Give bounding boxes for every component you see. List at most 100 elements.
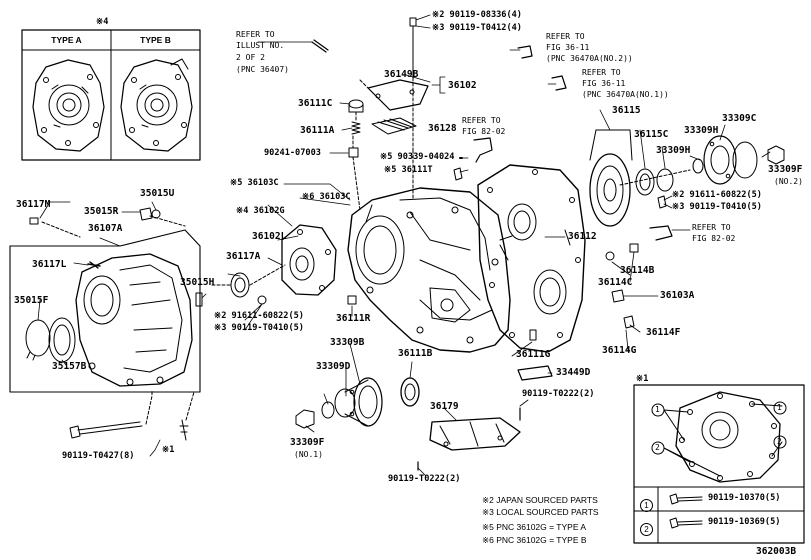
label-33309F-no2: 33309F xyxy=(768,164,803,175)
bolt-inset-marker: ※1 xyxy=(636,374,649,384)
label-90339: ※5 90339-04024 xyxy=(380,152,455,162)
nut-33309F-no2 xyxy=(767,145,785,165)
label-no1: (NO.1) xyxy=(294,450,323,459)
spring-36128 xyxy=(371,117,417,135)
label-36111R: 36111R xyxy=(336,313,371,324)
type-a-housing-illustration xyxy=(32,59,105,152)
label-33309B: 33309B xyxy=(330,337,365,348)
flange-33309C xyxy=(703,135,758,185)
label-33309D: 33309D xyxy=(316,361,351,372)
label-35015R: 35015R xyxy=(84,206,119,217)
label-36112: 36112 xyxy=(568,231,597,242)
label-35015U: 35015U xyxy=(140,188,175,199)
label-36114G: 36114G xyxy=(602,345,637,356)
note-local-sourced: ※3 LOCAL SOURCED PARTS xyxy=(482,507,599,517)
transfer-case-front-illustration xyxy=(347,187,513,353)
ref-illust-line1: REFER TO xyxy=(236,30,275,39)
type-inset-marker: ※4 xyxy=(96,17,109,27)
label-33309H-a: 33309H xyxy=(684,125,719,136)
washer-33309H-b xyxy=(692,158,704,174)
label-33309C: 33309C xyxy=(722,113,757,124)
label-90119-T0427: 90119-T0427(8) xyxy=(62,451,135,461)
label-36179: 36179 xyxy=(430,401,459,412)
label-36114C: 36114C xyxy=(598,277,633,288)
oil-pump-36102G xyxy=(281,224,337,296)
label-36102: 36102 xyxy=(448,80,477,91)
label-no2: (NO.2) xyxy=(774,177,803,186)
label-36111T: ※5 36111T xyxy=(384,165,433,175)
legend-row-2-num: 2 xyxy=(640,517,653,536)
plug-36111C xyxy=(348,99,364,113)
flange-36115 xyxy=(589,129,633,227)
label-36149B: 36149B xyxy=(384,69,419,80)
callout-1-right: 1 xyxy=(777,403,782,412)
label-top-bolt-2: ※2 90119-08336(4) xyxy=(432,10,522,20)
label-33309F-no1: 33309F xyxy=(290,437,325,448)
label-36107A: 36107A xyxy=(88,223,123,234)
type-a-caption: TYPE A xyxy=(51,35,82,45)
legend-row-2-part: 90119-10369(5) xyxy=(708,517,781,527)
clip-fig82-b xyxy=(649,225,673,241)
label-36111A: 36111A xyxy=(300,125,335,136)
bolt-36114B xyxy=(605,251,615,261)
type-inset-box xyxy=(21,29,201,161)
shift-cover-36149B xyxy=(367,79,429,111)
label-90119-T0222-a: 90119-T0222(2) xyxy=(522,389,595,399)
ref-illust-line2: ILLUST NO. xyxy=(236,41,285,50)
label-36103C-5: ※5 36103C xyxy=(230,178,279,188)
note-type-b: ※6 PNC 36102G = TYPE B xyxy=(482,535,587,545)
ref-fig36-2-line1: REFER TO xyxy=(546,32,585,41)
label-36114B: 36114B xyxy=(620,265,655,276)
legend-row-1-part: 90119-10370(5) xyxy=(708,493,781,503)
ref-fig82-a-line2: FIG 82-02 xyxy=(462,127,506,136)
label-36102G: ※4 36102G xyxy=(236,206,285,216)
snap-ring-35015F xyxy=(25,319,51,361)
label-33449D: 33449D xyxy=(556,367,591,378)
type-b-caption: TYPE B xyxy=(140,35,171,45)
bracket-36179 xyxy=(429,417,521,451)
clip-fig36-2 xyxy=(517,45,533,59)
plug-35015R xyxy=(139,207,153,221)
bolt-inset-box xyxy=(633,384,805,544)
case-bolt-pattern-illustration xyxy=(663,391,783,483)
pin-36117M xyxy=(29,217,39,225)
bolt-right-mid xyxy=(657,195,667,209)
label-36114F: 36114F xyxy=(646,327,681,338)
label-36115: 36115 xyxy=(612,105,641,116)
label-star1: ※1 xyxy=(162,445,175,455)
callout-2-left: 2 xyxy=(655,443,660,452)
transfer-case-rear-illustration xyxy=(477,164,586,353)
ref-fig82-a-line1: REFER TO xyxy=(462,116,501,125)
clip-fig36-1 xyxy=(551,75,567,91)
label-36111B: 36111B xyxy=(398,348,433,359)
label-36111C: 36111C xyxy=(298,98,333,109)
bolt-36103A xyxy=(611,289,625,303)
seal-35157B xyxy=(48,317,76,363)
label-bolt-mid-3: ※3 90119-T0410(5) xyxy=(214,323,304,333)
note-type-a: ※5 PNC 36102G = TYPE A xyxy=(482,522,587,532)
nut-33309F-no1 xyxy=(295,409,315,429)
label-35157B: 35157B xyxy=(52,361,87,372)
ref-fig36-1-line2: FIG 36-11 xyxy=(582,79,626,88)
ref-illust-line4: (PNC 36407) xyxy=(236,65,289,74)
seal-36115C xyxy=(635,168,655,196)
pin-36111T xyxy=(453,167,463,181)
label-36117M: 36117M xyxy=(16,199,51,210)
label-bolt-right-2: ※2 91611-60822(5) xyxy=(672,190,762,200)
label-bolt-mid-2: ※2 91611-60822(5) xyxy=(214,311,304,321)
plug-36111R xyxy=(347,295,357,305)
label-top-bolt-3: ※3 90119-T0412(4) xyxy=(432,23,522,33)
ref-fig82-b-line1: REFER TO xyxy=(692,223,731,232)
bolt-36114F xyxy=(623,315,635,329)
bolt-90119-T0427 xyxy=(69,419,189,441)
seal-36117A xyxy=(230,272,250,298)
bolt-pump xyxy=(257,295,267,305)
note-japan-sourced: ※2 JAPAN SOURCED PARTS xyxy=(482,495,598,505)
plug-90241 xyxy=(348,147,359,158)
callout-1-left: 1 xyxy=(655,405,660,414)
label-36115C: 36115C xyxy=(634,129,669,140)
callout-2-right: 2 xyxy=(777,437,782,446)
label-36103A: 36103A xyxy=(660,290,695,301)
bracket-33449D xyxy=(517,365,553,381)
figure-code: 362003B xyxy=(756,546,797,557)
